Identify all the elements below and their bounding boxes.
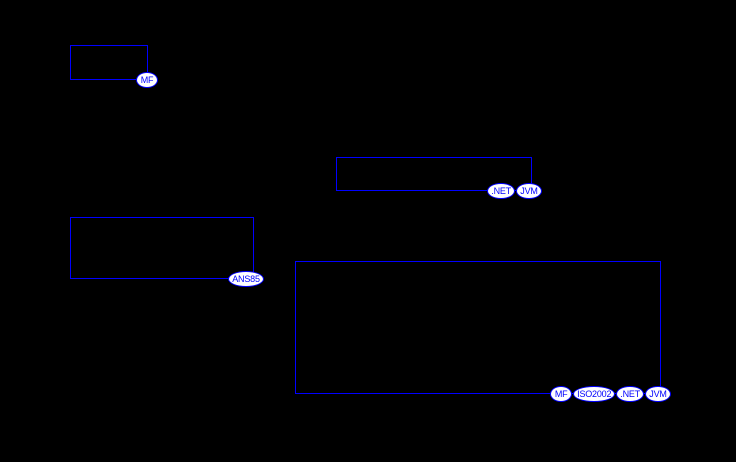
platform-badge[interactable]: .NET <box>616 386 644 402</box>
diagram-node-box[interactable] <box>70 217 254 279</box>
platform-badge[interactable]: MF <box>136 72 158 88</box>
node-badge-group: MF <box>136 72 158 88</box>
diagram-node-box[interactable] <box>70 45 148 80</box>
platform-badge[interactable]: .NET <box>487 183 515 199</box>
platform-badge[interactable]: ANS85 <box>228 271 264 287</box>
platform-badge[interactable]: ISO2002 <box>573 386 616 402</box>
node-badge-group: ANS85 <box>228 271 264 287</box>
platform-badge[interactable]: JVM <box>645 386 671 402</box>
diagram-node-box[interactable] <box>295 261 661 394</box>
diagram-node-box[interactable] <box>336 157 532 191</box>
platform-badge[interactable]: MF <box>550 386 573 402</box>
platform-badge[interactable]: JVM <box>516 183 542 199</box>
